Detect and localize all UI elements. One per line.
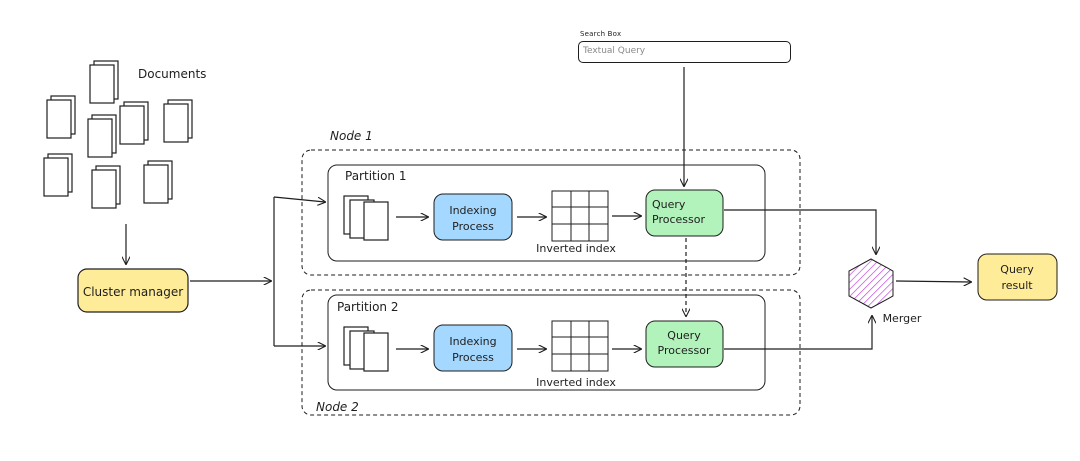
indexing-process-1-box [433, 193, 513, 241]
query-processor-2-label-line1: Query [667, 329, 701, 342]
document-stack-icon [43, 153, 73, 197]
indexing-process-1-label-line1: Indexing [449, 204, 496, 217]
query-processor-1-label-line2: Processor [652, 213, 705, 226]
node-2-label: Node 2 [316, 400, 359, 414]
arrow-query-2-to-merger [724, 316, 872, 350]
search-input[interactable]: Textual Query [578, 41, 791, 63]
document-stack-icon [163, 99, 193, 143]
documents-label: Documents [138, 67, 206, 81]
merger-hexagon [848, 258, 894, 309]
document-stack-icon [143, 160, 173, 204]
query-result-label-line2: result [1001, 279, 1033, 292]
inverted-index-2-label: Inverted index [536, 376, 616, 389]
indexing-process-2-label-line1: Indexing [449, 335, 496, 348]
node-1-label: Node 1 [330, 129, 373, 143]
search-box: Search Box Textual Query [578, 30, 792, 63]
cluster-manager-box [77, 268, 189, 313]
partition-1-box [327, 164, 766, 262]
indexing-process-2-box [433, 324, 513, 372]
search-box-label: Search Box [580, 30, 622, 38]
query-processor-1-label-line1: Query [652, 198, 686, 211]
arrow-to-partition-1 [273, 196, 325, 202]
inverted-index-2-icon [551, 320, 609, 372]
query-processor-2-label-line2: Processor [658, 344, 711, 357]
document-stack-icon [46, 95, 76, 139]
partition-1-label: Partition 1 [345, 169, 406, 183]
document-stack-icon [119, 101, 149, 145]
partition-2-box [327, 294, 766, 391]
merger-label: Merger [883, 312, 922, 325]
node-1-box [301, 149, 801, 276]
document-stack-icon [89, 60, 119, 104]
node-2-box [301, 289, 801, 416]
query-processor-2-box [645, 320, 724, 368]
inverted-index-1-label: Inverted index [536, 242, 616, 255]
indexing-process-2-label-line2: Process [452, 351, 494, 364]
query-result-box [977, 253, 1058, 301]
arrow-query-1-to-merger [724, 209, 876, 254]
document-stack-icon [91, 165, 121, 209]
document-stack-icon [87, 114, 117, 158]
query-result-label-line1: Query [1000, 263, 1034, 276]
cluster-manager-label: Cluster manager [83, 285, 183, 299]
partition-1-docs-icon [343, 195, 389, 241]
query-processor-1-box [645, 189, 724, 237]
indexing-process-1-label-line2: Process [452, 220, 494, 233]
documents-icon [43, 60, 193, 209]
partition-2-label: Partition 2 [337, 300, 398, 314]
inverted-index-1-icon [551, 190, 609, 242]
partition-2-docs-icon [343, 326, 389, 372]
arrow-merger-to-result [895, 281, 971, 282]
